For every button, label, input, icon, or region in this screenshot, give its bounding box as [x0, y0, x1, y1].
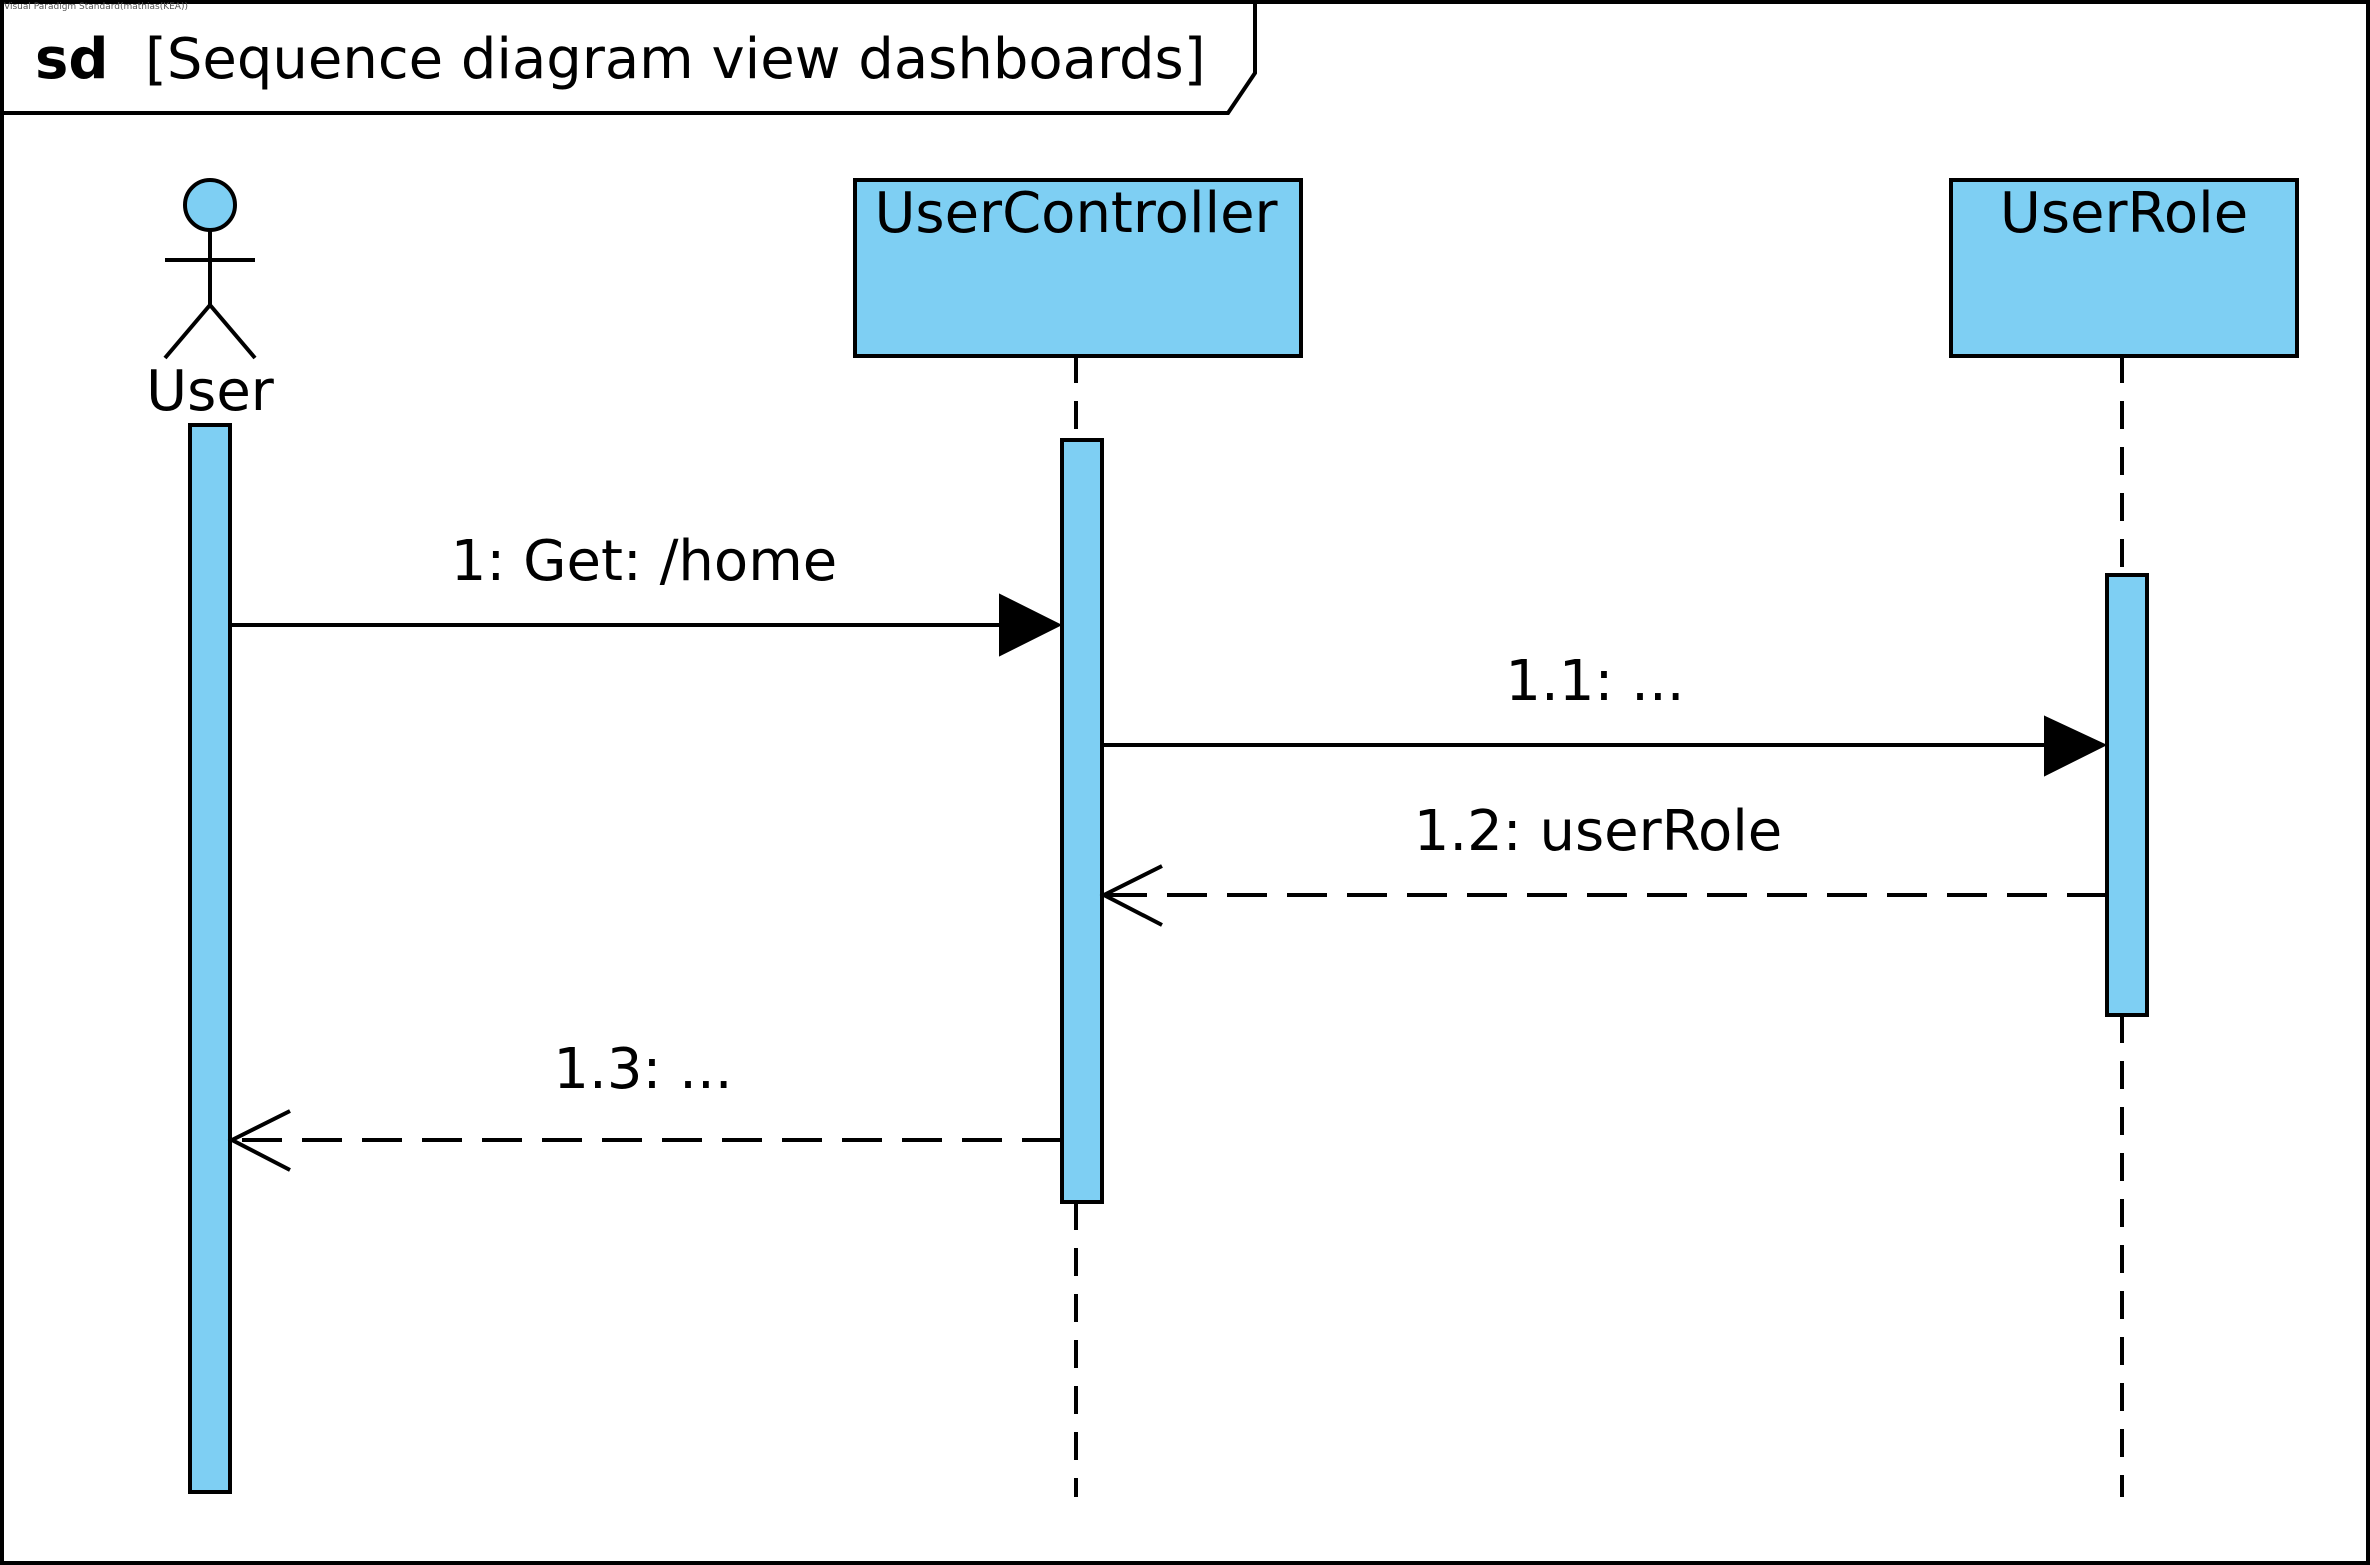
frame-title-tab: [2, 2, 1257, 115]
message-1-1-arrowhead: [2044, 715, 2108, 777]
message-1-2: 1.2: userRole: [1099, 799, 2107, 927]
message-1-1: 1.1: ...: [1102, 649, 2108, 777]
usercontroller-label: UserController: [874, 181, 1278, 246]
actor-head: [183, 178, 237, 232]
message-1-1-label: 1.1: ...: [1505, 649, 1684, 714]
message-1-2-arrowhead: [1099, 864, 1163, 927]
user-label: User: [146, 359, 275, 424]
userrole-lifeline-head: UserRole: [1949, 178, 2299, 358]
userrole-box: [1949, 178, 2299, 358]
frame-keyword: sd: [35, 27, 108, 92]
usercontroller-box: [853, 178, 1303, 358]
user-activation-bar: [188, 423, 232, 1494]
userrole-label: UserRole: [2000, 181, 2248, 246]
usercontroller-activation-bar: [1060, 438, 1104, 1204]
message-1-arrowhead: [999, 593, 1063, 657]
userrole-activation-bar: [2105, 573, 2149, 1017]
user-actor: User: [146, 178, 275, 424]
message-1-3-arrowhead: [227, 1109, 291, 1172]
frame-title: [Sequence diagram view dashboards]: [145, 27, 1206, 92]
message-1-3-label: 1.3: ...: [553, 1037, 732, 1102]
message-1: 1: Get: /home: [230, 529, 1063, 657]
usercontroller-lifeline-head: UserController: [853, 178, 1303, 358]
message-1-2-label: 1.2: userRole: [1414, 799, 1783, 864]
actor-left-leg: [163, 303, 212, 360]
actor-right-leg: [208, 303, 257, 360]
message-1-label: 1: Get: /home: [451, 529, 837, 594]
watermark: Visual Paradigm Standard(mathias(KEA)): [4, 2, 188, 12]
message-1-3: 1.3: ...: [227, 1037, 1062, 1172]
